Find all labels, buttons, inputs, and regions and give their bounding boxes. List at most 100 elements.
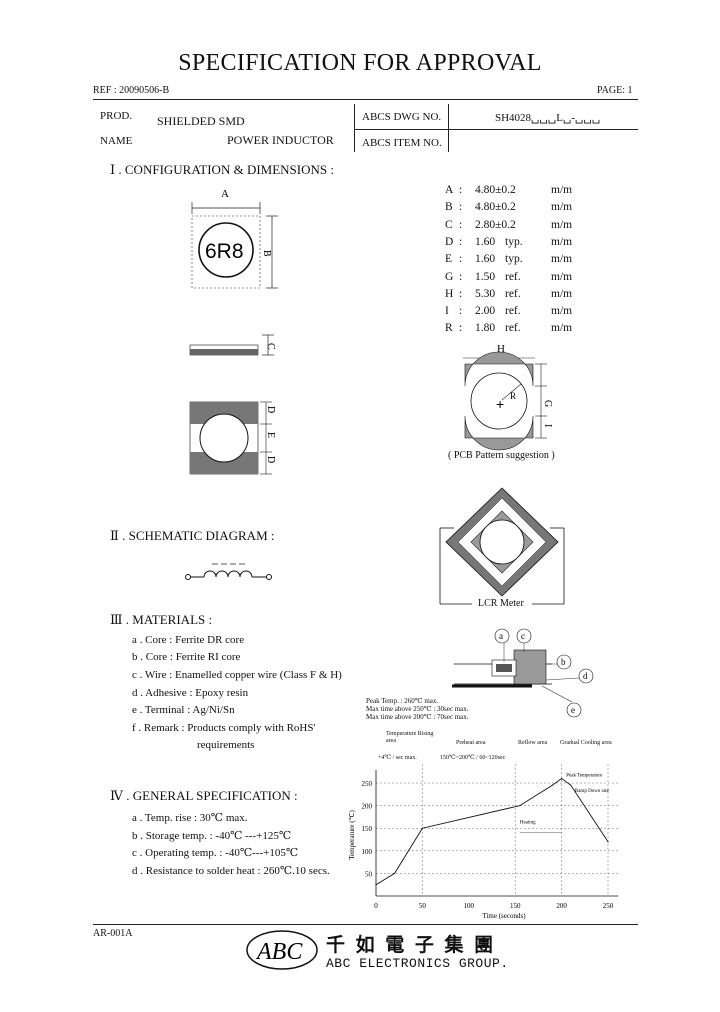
phase-reflow: Reflow area xyxy=(518,740,548,746)
dimension-note: ref. xyxy=(505,287,521,300)
inductor-symbol xyxy=(185,563,272,580)
dimension-unit: m/m xyxy=(551,287,573,300)
header-rule xyxy=(93,99,638,100)
phase-preheat: Preheat area xyxy=(456,740,486,746)
material-item: a . Core : Ferrite DR core xyxy=(132,634,245,646)
reflow-note-250: Max time above 250℃ : 30sec max. xyxy=(366,705,469,713)
dimension-value: 2.00 xyxy=(475,305,496,318)
general-spec-item: d . Resistance to solder heat : 260℃.10 … xyxy=(132,864,330,877)
dimension-value: 4.80±0.2 xyxy=(475,184,516,196)
page-number: PAGE: 1 xyxy=(597,85,633,96)
dimension-unit: m/m xyxy=(551,253,573,266)
doc-code: AR-001A xyxy=(93,928,133,939)
material-item: d . Adhesive : Epoxy resin xyxy=(132,687,249,699)
logo-text: ABC xyxy=(255,939,303,965)
general-spec-item: c . Operating temp. : -40℃---+105℃ xyxy=(132,847,299,859)
part-marking: 6R8 xyxy=(205,240,244,263)
company-name-chinese: 千 如 電 子 集 團 xyxy=(326,934,496,956)
phase-rising: Temperature Rising area xyxy=(386,731,434,744)
reflow-profile-line xyxy=(375,777,609,886)
product-name-line2: POWER INDUCTOR xyxy=(227,133,334,147)
callout-c: c xyxy=(521,631,525,641)
reflow-profile-point xyxy=(393,872,396,875)
x-tick-label: 200 xyxy=(556,902,567,910)
y-tick-label: 150 xyxy=(362,825,373,833)
section-schematic-heading: Ⅱ . SCHEMATIC DIAGRAM : xyxy=(110,528,275,543)
dimension-sep: : xyxy=(459,235,463,248)
dimension-key: C xyxy=(445,218,453,231)
lcr-test-diagram xyxy=(439,487,565,605)
material-item: f . Remark : Products comply with RoHS' xyxy=(132,722,316,734)
name-label: NAME xyxy=(100,135,133,147)
bottom-view-drawing: D E D xyxy=(189,401,276,475)
x-tick-label: 0 xyxy=(374,902,378,910)
reflow-notes: Peak Temp. : 260℃ max. Max time above 25… xyxy=(366,697,469,721)
phase-preheat-range: 150℃~200℃ / 60~120sec xyxy=(440,755,506,761)
general-spec-item: a . Temp. rise : 30℃ max. xyxy=(132,812,248,824)
material-item: b . Core : Ferrite RI core xyxy=(132,651,241,663)
svg-text:+: + xyxy=(496,396,504,412)
side-view-drawing: C xyxy=(189,334,276,356)
callout-a: a xyxy=(499,631,503,641)
phase-rising-rate: +4℃ / sec max. xyxy=(378,755,417,761)
y-axis-label: Temperature (℃) xyxy=(348,810,356,860)
dimension-value: 5.30 xyxy=(475,287,496,300)
general-spec-item: b . Storage temp. : -40℃ ---+125℃ xyxy=(132,829,292,842)
callout-b: b xyxy=(561,657,566,667)
y-tick-label: 50 xyxy=(365,870,373,878)
item-label: ABCS ITEM NO. xyxy=(362,137,442,149)
company-name-english: ABC ELECTRONICS GROUP. xyxy=(326,956,509,971)
header-divider xyxy=(354,104,355,152)
dimension-unit: m/m xyxy=(551,270,573,283)
dimension-key: A xyxy=(445,184,454,196)
dimension-sep: : xyxy=(459,184,463,196)
reflow-profile-point xyxy=(519,805,521,807)
header-divider-2 xyxy=(448,104,449,152)
dimension-sep: : xyxy=(459,305,463,318)
dimension-sep: : xyxy=(459,287,463,300)
header-mid-rule xyxy=(354,129,638,130)
dimension-unit: m/m xyxy=(551,201,573,214)
dimension-unit: m/m xyxy=(551,235,573,248)
abc-logo: ABC xyxy=(246,930,318,970)
dim-label-g: G xyxy=(542,400,553,407)
dim-label-d-top: D xyxy=(265,406,276,413)
pcb-pattern-caption: ( PCB Pattern suggestion ) xyxy=(448,450,555,461)
reflow-note-200: Max time above 200℃ : 70sec max. xyxy=(366,713,469,721)
reflow-profile-point xyxy=(551,784,553,786)
dimension-sep: : xyxy=(459,322,463,335)
x-tick-label: 100 xyxy=(464,902,475,910)
dimension-sep: : xyxy=(459,218,463,231)
reflow-note-peak: Peak Temp. : 260℃ max. xyxy=(366,697,439,705)
dimension-unit: m/m xyxy=(551,305,573,318)
dimension-value: 1.60 xyxy=(475,253,496,266)
dimension-key: H xyxy=(445,287,454,300)
dimension-value: 1.60 xyxy=(475,235,496,248)
dim-label-e: E xyxy=(265,432,276,438)
dim-label-r: R xyxy=(510,391,516,401)
dim-label-i: I xyxy=(542,424,553,427)
dim-label-a: A xyxy=(221,188,229,200)
dimension-value: 2.80±0.2 xyxy=(475,218,516,231)
dimension-note: typ. xyxy=(505,235,523,248)
x-tick-label: 250 xyxy=(603,902,614,910)
reflow-profile-point xyxy=(375,884,377,886)
dimension-unit: m/m xyxy=(551,218,573,231)
dimension-note: ref. xyxy=(505,270,521,283)
top-view-drawing: A 6R8 B xyxy=(191,188,278,289)
reflow-profile-point xyxy=(570,784,572,786)
callout-d: d xyxy=(583,671,588,681)
dimension-key: I xyxy=(445,305,449,318)
dimension-note: ref. xyxy=(505,322,521,335)
dimension-key: B xyxy=(445,201,453,214)
y-tick-label: 200 xyxy=(362,803,373,811)
reflow-profile-point xyxy=(421,827,423,829)
section-materials-heading: Ⅲ . MATERIALS : xyxy=(110,612,213,627)
heating-note: Heating xyxy=(520,821,536,826)
reflow-profile-point xyxy=(607,841,609,843)
page-title: SPECIFICATION FOR APPROVAL xyxy=(178,50,542,76)
dimension-note: ref. xyxy=(505,305,521,318)
dimension-unit: m/m xyxy=(551,322,573,335)
peak-note: Peak Temperature xyxy=(566,773,603,778)
x-tick-label: 50 xyxy=(419,902,427,910)
